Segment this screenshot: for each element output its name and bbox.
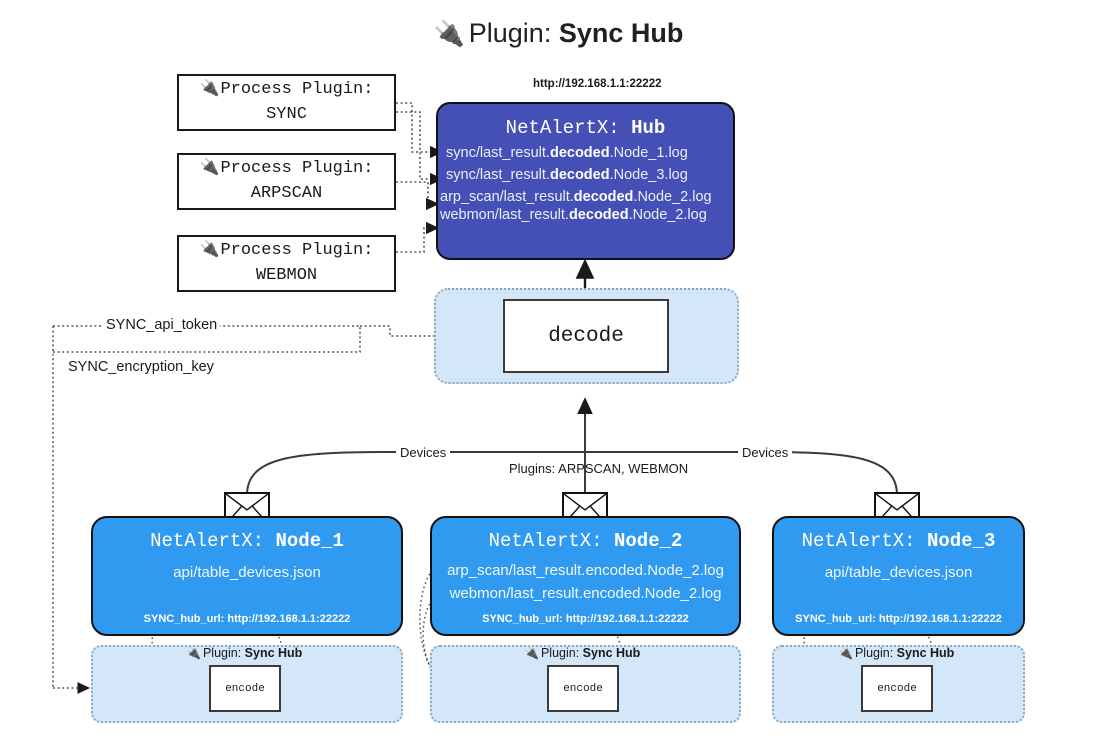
config-label-api-token: SYNC_api_token [103, 317, 221, 333]
hub-log-1: sync/last_result.decoded.Node_1.log [446, 145, 688, 161]
process-plugin-webmon[interactable]: 🔌Process Plugin: WEBMON [177, 235, 396, 292]
node-card-node-2[interactable]: NetAlertX: Node_2 arp_scan/last_result.e… [430, 516, 741, 636]
node-hub-url: SYNC_hub_url: http://192.168.1.1:22222 [482, 613, 689, 625]
hub-url-label: http://192.168.1.1:22222 [533, 78, 662, 90]
title-prefix: Plugin: [468, 18, 552, 48]
plug-icon: 🔌 [199, 159, 220, 177]
process-plugin-label: Process Plugin: [220, 241, 374, 261]
encode-box-node-1[interactable]: encode [209, 665, 281, 712]
process-plugin-arpscan[interactable]: 🔌Process Plugin: ARPSCAN [177, 153, 396, 210]
node-line: api/table_devices.json [173, 564, 321, 581]
hub-log-3: arp_scan/last_result.decoded.Node_2.log [440, 189, 712, 205]
plug-icon: 🔌 [199, 241, 220, 259]
node-card-node-1[interactable]: NetAlertX: Node_1 api/table_devices.json… [91, 516, 403, 636]
encode-box-node-2[interactable]: encode [547, 665, 619, 712]
process-plugin-name: WEBMON [255, 266, 318, 285]
hub-title-prefix: NetAlertX: [505, 117, 620, 139]
page-title: 🔌Plugin: Sync Hub [0, 18, 1117, 49]
plug-icon: 🔌 [433, 20, 465, 48]
node-hub-url: SYNC_hub_url: http://192.168.1.1:22222 [143, 613, 351, 625]
node-line: webmon/last_result.encoded.Node_2.log [449, 585, 722, 602]
hub-log-2: sync/last_result.decoded.Node_3.log [446, 167, 688, 183]
node-hub-url: SYNC_hub_url: http://192.168.1.1:22222 [795, 613, 1002, 625]
decode-box[interactable]: decode [503, 299, 669, 373]
node-line: api/table_devices.json [824, 564, 973, 581]
hub-title: NetAlertX: Hub [438, 117, 733, 139]
title-name: Sync Hub [558, 18, 684, 48]
plugin-tag-node-3: 🔌Plugin: Sync Hub [838, 646, 955, 660]
edge-label-plugins-center: Plugins: ARPSCAN, WEBMON [509, 461, 689, 476]
config-label-encryption-key: SYNC_encryption_key [65, 359, 217, 375]
hub-log-4: webmon/last_result.decoded.Node_2.log [440, 207, 707, 223]
node-card-node-3[interactable]: NetAlertX: Node_3 api/table_devices.json… [772, 516, 1025, 636]
edge-label-devices-right: Devices [738, 445, 793, 460]
edge-label-devices-left: Devices [396, 445, 451, 460]
hub-title-name: Hub [631, 117, 666, 139]
plugin-tag-node-1: 🔌Plugin: Sync Hub [186, 646, 303, 660]
encode-box-node-3[interactable]: encode [861, 665, 933, 712]
plug-icon: 🔌 [838, 646, 853, 660]
node-title: NetAlertX: Node_1 [150, 530, 344, 552]
node-title: NetAlertX: Node_3 [801, 530, 996, 552]
plug-icon: 🔌 [524, 646, 539, 660]
plug-icon: 🔌 [186, 646, 201, 660]
plugin-tag-node-2: 🔌Plugin: Sync Hub [524, 646, 641, 660]
node-line: arp_scan/last_result.encoded.Node_2.log [447, 562, 724, 579]
process-plugin-name: SYNC [266, 105, 307, 124]
process-plugin-label: Process Plugin: [220, 80, 374, 100]
process-plugin-name: ARPSCAN [250, 184, 323, 203]
node-title: NetAlertX: Node_2 [488, 530, 683, 552]
process-plugin-label: Process Plugin: [220, 159, 374, 179]
hub-node[interactable]: NetAlertX: Hub sync/last_result.decoded.… [436, 102, 735, 260]
plug-icon: 🔌 [199, 80, 220, 98]
process-plugin-sync[interactable]: 🔌Process Plugin: SYNC [177, 74, 396, 131]
